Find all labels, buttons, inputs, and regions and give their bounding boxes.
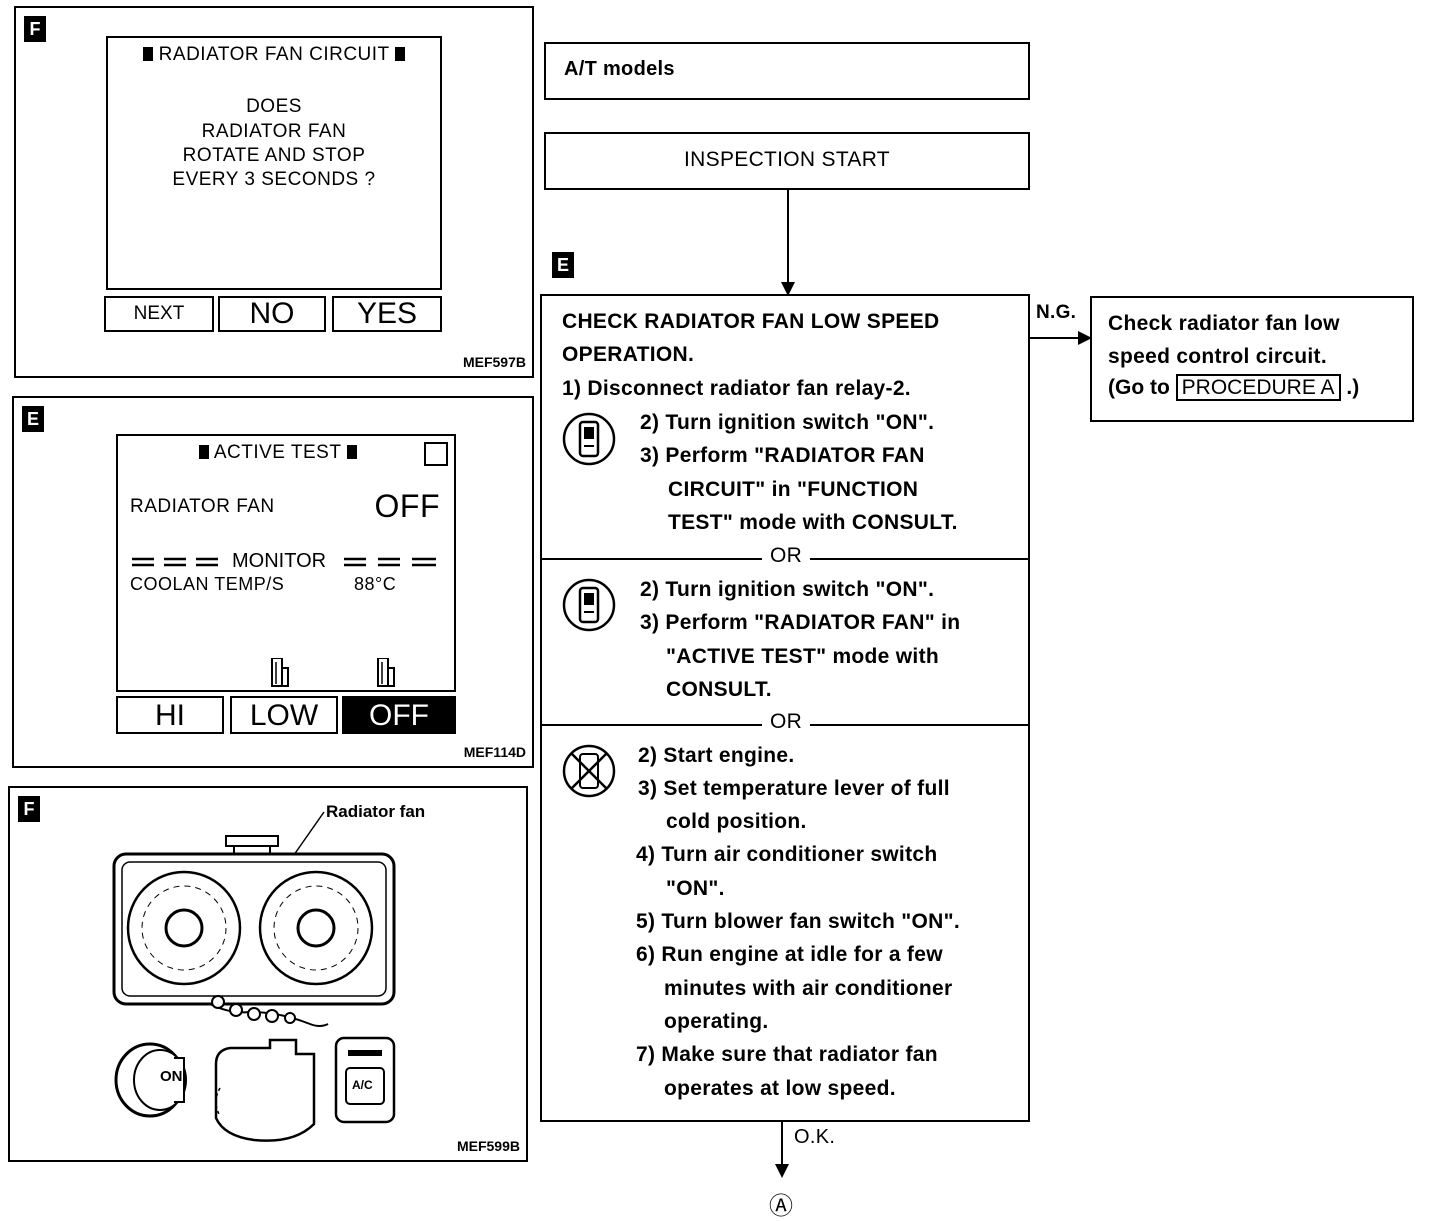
section-c-line: operating. xyxy=(664,1010,769,1033)
checkbox-icon xyxy=(424,442,448,466)
panel-tag: E xyxy=(22,406,44,432)
ok-label: O.K. xyxy=(794,1126,836,1148)
section-c-line: operates at low speed. xyxy=(664,1077,896,1100)
section-c-line: 3) Set temperature lever of full xyxy=(638,777,950,800)
figure-reference: MEF599B xyxy=(456,1138,520,1154)
coolant-temp-label: COOLAN TEMP/S xyxy=(130,574,285,594)
question-line: ROTATE AND STOP xyxy=(182,145,366,166)
question-line: EVERY 3 SECONDS ? xyxy=(172,169,376,190)
connector-a-symbol: Ⓐ xyxy=(769,1193,794,1220)
step-tag: E xyxy=(552,252,574,278)
check-low-speed-box: CHECK RADIATOR FAN LOW SPEED OPERATION. … xyxy=(540,294,1030,1122)
inspection-start-label: INSPECTION START xyxy=(684,148,890,171)
no-button[interactable]: NO xyxy=(218,296,326,332)
section-c-line: 2) Start engine. xyxy=(638,744,795,767)
screen-title: RADIATOR FAN CIRCUIT xyxy=(108,44,440,66)
title-block-icon xyxy=(395,47,406,61)
section-c-line: 4) Turn air conditioner switch xyxy=(636,843,938,866)
section-a-line: 3) Perform "RADIATOR FAN xyxy=(640,444,925,467)
panel-tag: F xyxy=(24,16,46,42)
consult-screen-panel-function-test: F RADIATOR FAN CIRCUIT DOES RADIATOR FAN… xyxy=(14,6,534,378)
title-block-icon xyxy=(346,445,357,459)
ng-box-line: Check radiator fan low xyxy=(1108,312,1340,335)
screen-title: ACTIVE TEST xyxy=(118,442,438,464)
ac-switch-label: A/C xyxy=(352,1078,373,1092)
ng-label: N.G. xyxy=(1036,302,1077,323)
procedure-a-link[interactable]: PROCEDURE A xyxy=(1175,374,1341,401)
title-block-icon xyxy=(142,47,153,61)
section-c-line: "ON". xyxy=(666,877,725,900)
radiator-fan-label: RADIATOR FAN xyxy=(130,496,275,517)
low-button[interactable]: LOW xyxy=(230,696,338,734)
go-to-text: (Go to xyxy=(1108,376,1170,399)
radiator-fan-value: OFF xyxy=(374,488,440,524)
or-label: OR xyxy=(762,544,811,568)
section-c-line: 7) Make sure that radiator fan xyxy=(636,1043,938,1066)
ignition-on-label: ON xyxy=(160,1068,183,1085)
section-a-line: CIRCUIT" in "FUNCTION xyxy=(668,478,919,501)
section-b-line: CONSULT. xyxy=(666,678,772,701)
section-a-line: 2) Turn ignition switch "ON". xyxy=(640,411,935,434)
section-c-line: 6) Run engine at idle for a few xyxy=(636,943,943,966)
radiator-fan-illustration xyxy=(112,811,396,1142)
model-label: A/T models xyxy=(564,58,675,80)
consult-screen-panel-active-test: E ACTIVE TEST RADIATOR FAN OFF MONITOR xyxy=(12,396,534,768)
radiator-fan-callout: Radiator fan xyxy=(326,802,426,821)
consult-screen: ACTIVE TEST RADIATOR FAN OFF MONITOR COO… xyxy=(116,434,456,692)
main-title-line: CHECK RADIATOR FAN LOW SPEED xyxy=(562,310,940,333)
inspection-start-box: INSPECTION START xyxy=(544,132,1030,190)
section-c-line: minutes with air conditioner xyxy=(664,977,953,1000)
no-tools-icon xyxy=(562,744,616,798)
finger-pointer-icon xyxy=(271,658,289,687)
section-b-line: "ACTIVE TEST" mode with xyxy=(666,645,939,668)
monitor-label: MONITOR xyxy=(232,550,327,572)
consult-device-icon xyxy=(562,412,616,466)
section-c-line: 5) Turn blower fan switch "ON". xyxy=(636,910,961,933)
section-c-line: cold position. xyxy=(666,810,807,833)
monitor-divider: MONITOR xyxy=(130,550,446,574)
question-line: DOES xyxy=(246,96,302,117)
off-button[interactable]: OFF xyxy=(342,696,456,734)
finger-pointer-icon xyxy=(377,658,395,687)
panel-tag: F xyxy=(18,796,40,822)
ng-box-line: speed control circuit. xyxy=(1108,345,1327,368)
closing-text: .) xyxy=(1346,376,1360,399)
step-1-text: 1) Disconnect radiator fan relay-2. xyxy=(562,377,911,400)
main-title-line: OPERATION. xyxy=(562,343,695,366)
figure-reference: MEF114D xyxy=(463,744,526,760)
monitor-dashes xyxy=(132,557,436,567)
screen-title-text: ACTIVE TEST xyxy=(213,442,342,463)
or-label: OR xyxy=(762,710,811,734)
yes-button[interactable]: YES xyxy=(332,296,442,332)
model-box: A/T models xyxy=(544,42,1030,100)
figure-reference: MEF597B xyxy=(462,354,526,370)
coolant-temp-value: 88°C xyxy=(354,574,397,594)
radiator-fan-illustration-panel: F Radiator fan ON A/C xyxy=(8,786,528,1162)
hi-button[interactable]: HI xyxy=(116,696,224,734)
section-b-line: 3) Perform "RADIATOR FAN" in xyxy=(640,611,961,634)
title-block-icon xyxy=(199,445,210,459)
next-button[interactable]: NEXT xyxy=(104,296,214,332)
ng-box-link-line: (Go to PROCEDURE A .) xyxy=(1108,374,1360,401)
question-line: RADIATOR FAN xyxy=(201,121,347,142)
section-a-line: TEST" mode with CONSULT. xyxy=(668,511,958,534)
section-b-line: 2) Turn ignition switch "ON". xyxy=(640,578,935,601)
consult-screen: RADIATOR FAN CIRCUIT DOES RADIATOR FAN R… xyxy=(106,36,442,290)
consult-device-icon xyxy=(562,578,616,632)
screen-title-text: RADIATOR FAN CIRCUIT xyxy=(158,44,390,65)
ng-result-box: Check radiator fan low speed control cir… xyxy=(1090,296,1414,422)
